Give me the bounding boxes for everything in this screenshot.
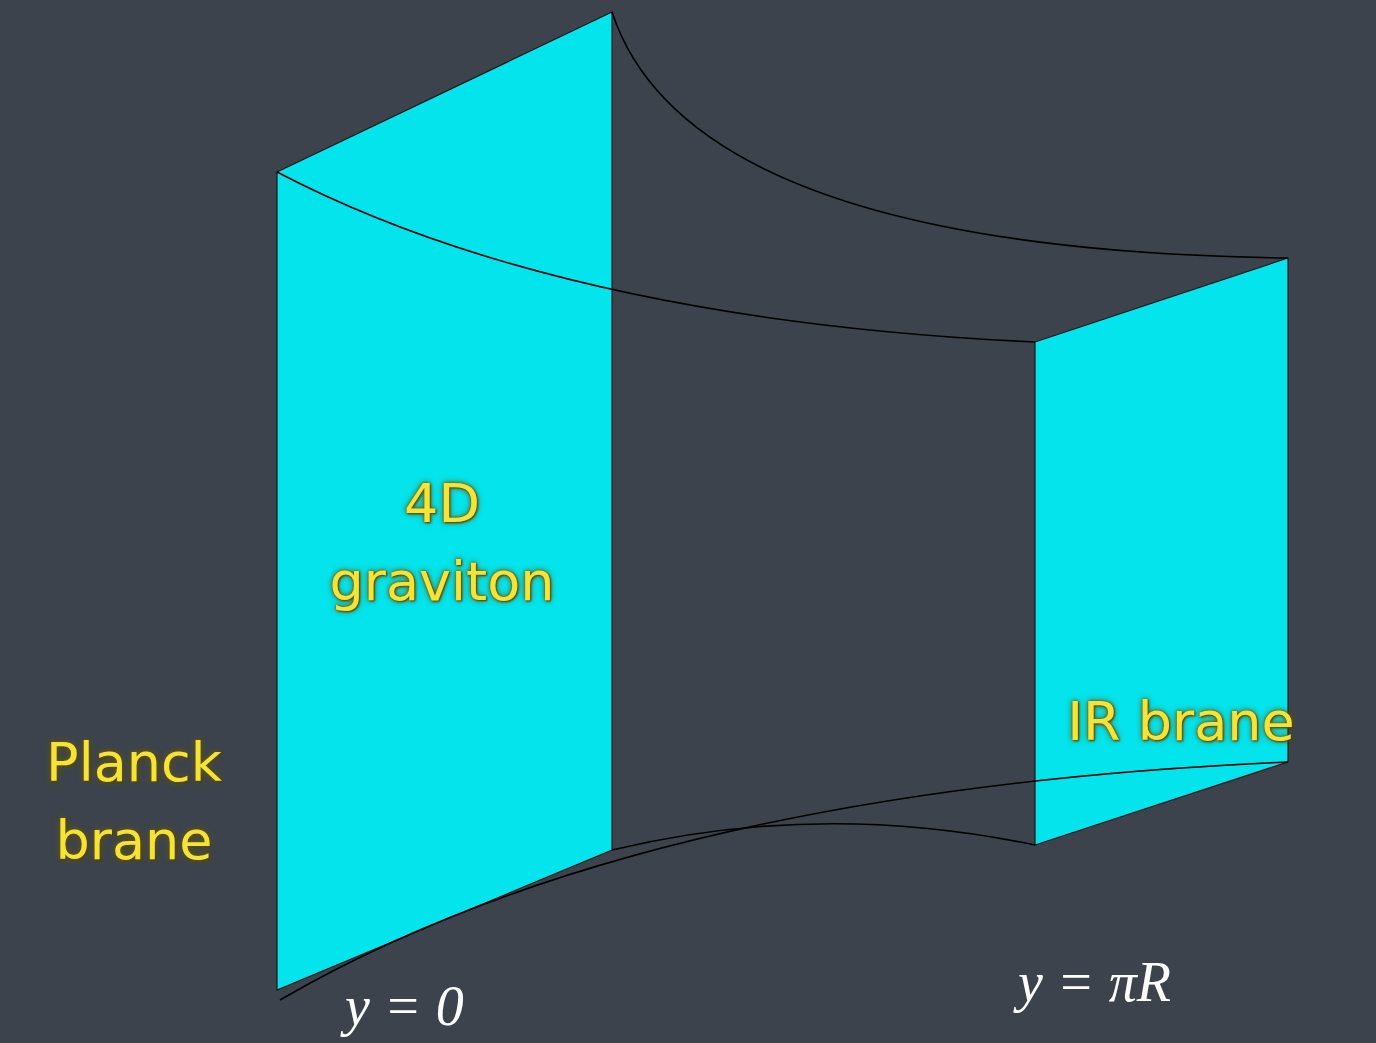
brane-name: IR brane [1065,683,1297,761]
bulk-curve [612,12,1288,258]
brane-content: 4D graviton [292,465,592,622]
brane-name: Planck brane [0,724,268,881]
bulk-curve [612,824,1035,850]
brane-panel: IR brane [1035,258,1288,845]
coordinate-label: y = 0 [345,976,464,1038]
brane-panel: Planck brane4D graviton [277,12,612,990]
brane-outline [1035,258,1288,845]
coordinate-label: y = πR [1018,952,1171,1014]
